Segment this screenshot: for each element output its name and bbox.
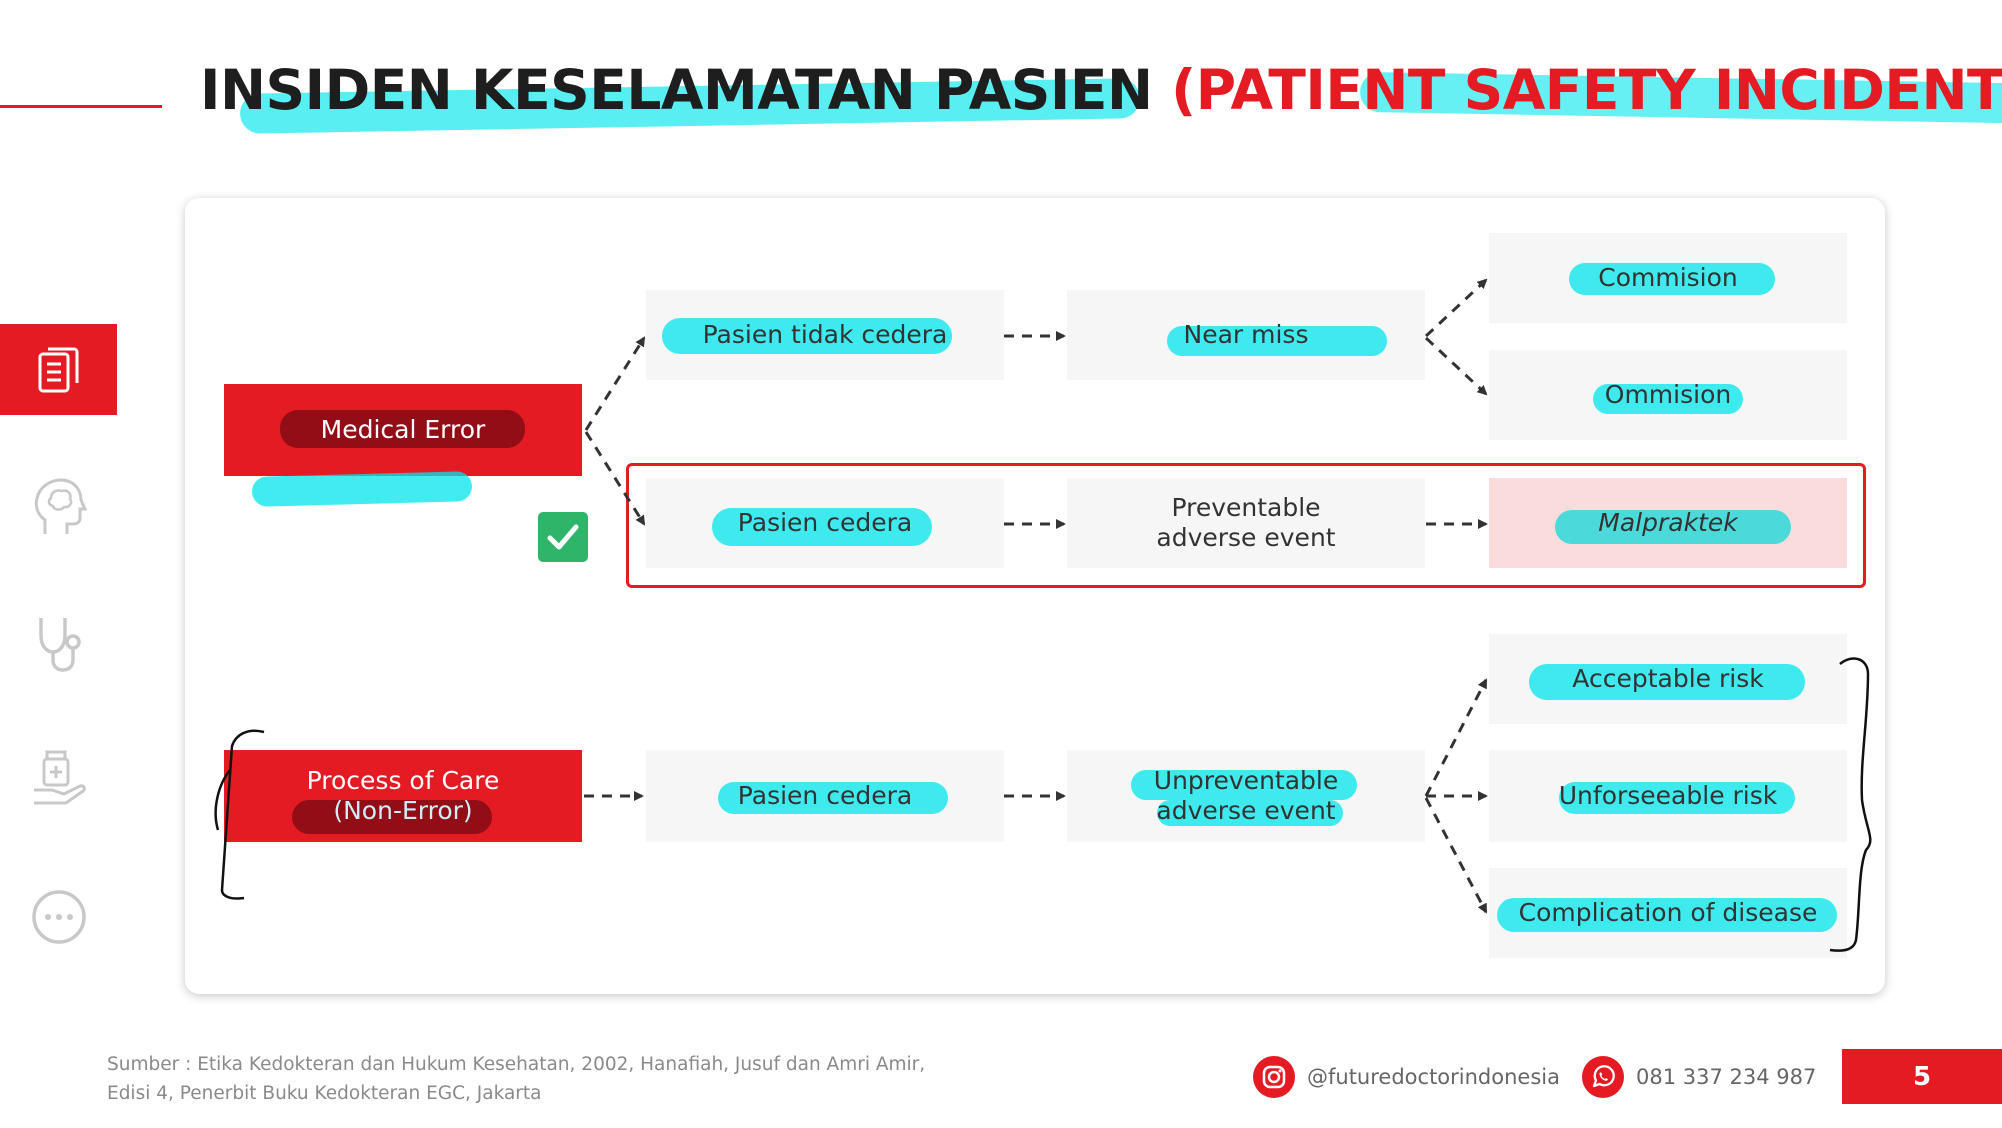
- diagram-card: [185, 198, 1885, 994]
- pasien-cedera-box-2: Pasien cedera: [646, 750, 1004, 842]
- stethoscope-icon: [39, 618, 81, 672]
- whatsapp-icon: [1582, 1056, 1624, 1098]
- non-error-label: (Non-Error): [333, 796, 473, 825]
- source-line-1: Sumber : Etika Kedokteran dan Hukum Kese…: [107, 1054, 926, 1075]
- near-miss-box: Near miss: [1067, 290, 1425, 380]
- source-line-2: Edisi 4, Penerbit Buku Kedokteran EGC, J…: [107, 1083, 542, 1104]
- malpraktek-box: Malpraktek: [1489, 478, 1847, 568]
- highlight-stroke: [292, 800, 492, 834]
- medicine-hand-icon: [34, 750, 86, 805]
- preventable-adverse-event-box: Preventable adverse event: [1067, 478, 1425, 568]
- pasien-tidak-cedera-label: Pasien tidak cedera: [702, 320, 948, 349]
- preventable-label: Preventable: [1171, 493, 1321, 522]
- sidebar-item-head[interactable]: [28, 476, 90, 538]
- instagram-icon: [1253, 1056, 1295, 1098]
- whatsapp-number: 081 337 234 987: [1636, 1065, 1817, 1089]
- instagram-handle: @futuredoctorindonesia: [1307, 1065, 1560, 1089]
- highlight-stroke: [1157, 800, 1343, 826]
- ommision-box: Ommision: [1489, 350, 1847, 440]
- highlight-stroke: [1569, 263, 1775, 295]
- pasien-cedera-label-1: Pasien cedera: [737, 508, 913, 537]
- highlight-stroke: [1131, 770, 1357, 800]
- sidebar-item-more[interactable]: [28, 886, 90, 948]
- commision-box: Commision: [1489, 233, 1847, 323]
- process-of-care-box: Process of Care (Non-Error): [224, 750, 582, 842]
- commision-label: Commision: [1598, 263, 1738, 292]
- check-mark-icon: [538, 512, 588, 562]
- unforseeable-risk-box: Unforseeable risk: [1489, 750, 1847, 842]
- malpraktek-label: Malpraktek: [1598, 508, 1738, 537]
- complication-of-disease-label: Complication of disease: [1518, 898, 1818, 927]
- ommision-label: Ommision: [1604, 380, 1732, 409]
- title-english: (PATIENT SAFETY INCIDENT): [1171, 58, 2002, 122]
- more-dots-icon: [32, 890, 86, 944]
- instagram-contact[interactable]: @futuredoctorindonesia: [1253, 1055, 1560, 1099]
- sidebar-item-document[interactable]: [0, 324, 117, 415]
- page-title: INSIDEN KESELAMATAN PASIEN (PATIENT SAFE…: [200, 58, 2002, 138]
- sidebar-item-medicine[interactable]: [28, 748, 90, 810]
- title-indonesian: INSIDEN KESELAMATAN PASIEN: [200, 58, 1172, 122]
- document-icon: [38, 347, 78, 392]
- near-miss-label: Near miss: [1183, 320, 1309, 349]
- pasien-tidak-cedera-box: Pasien tidak cedera: [646, 290, 1004, 380]
- complication-of-disease-box: Complication of disease: [1489, 868, 1847, 958]
- medical-error-box: Medical Error: [224, 384, 582, 476]
- pasien-cedera-label-2: Pasien cedera: [737, 781, 913, 810]
- highlight-stroke: [1593, 384, 1743, 414]
- pasien-cedera-box-1: Pasien cedera: [646, 478, 1004, 568]
- whatsapp-contact[interactable]: 081 337 234 987: [1582, 1055, 1816, 1099]
- unforseeable-risk-label: Unforseeable risk: [1558, 781, 1778, 810]
- highlight-stroke: [1167, 326, 1387, 356]
- malpraktek-row-frame: [626, 463, 1866, 588]
- highlight-stroke: [662, 318, 952, 354]
- sidebar-item-stethoscope[interactable]: [28, 612, 90, 674]
- source-citation: Sumber : Etika Kedokteran dan Hukum Kese…: [107, 1050, 1007, 1108]
- acceptable-risk-box: Acceptable risk: [1489, 634, 1847, 724]
- unpreventable-adverse-event-box: Unpreventable adverse event: [1067, 750, 1425, 842]
- adverse-event-label: adverse event: [1156, 796, 1336, 825]
- highlight-stroke: [251, 471, 473, 507]
- acceptable-risk-label: Acceptable risk: [1572, 664, 1764, 693]
- adverse-event-label: adverse event: [1156, 523, 1336, 552]
- highlight-stroke: [712, 508, 932, 546]
- highlight-stroke: [1559, 782, 1795, 814]
- highlight-stroke: [1529, 664, 1805, 700]
- highlight-stroke: [1497, 898, 1837, 932]
- highlight-stroke: [280, 410, 525, 448]
- unpreventable-label: Unpreventable: [1153, 766, 1339, 795]
- medical-error-label: Medical Error: [320, 415, 486, 444]
- head-brain-icon: [34, 478, 87, 534]
- highlight-stroke: [1555, 510, 1791, 544]
- process-of-care-label: Process of Care: [306, 766, 500, 795]
- page-number: 5: [1842, 1049, 2002, 1104]
- title-accent-line: [0, 105, 162, 108]
- highlight-stroke: [718, 782, 948, 814]
